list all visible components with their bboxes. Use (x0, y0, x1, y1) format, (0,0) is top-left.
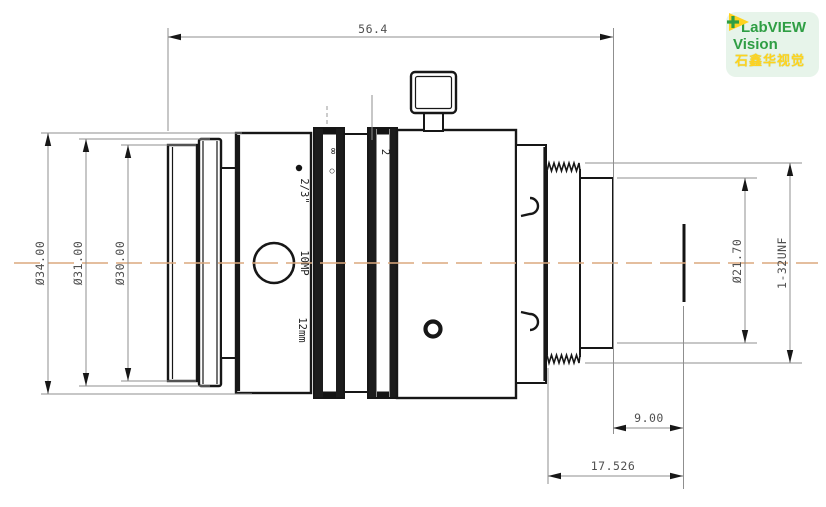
focus-ring-knurl-left (315, 129, 323, 397)
dimension-label: Ø30.00 (113, 241, 127, 286)
dim-overall-length: 56.4 (167, 22, 614, 434)
index-dot (295, 164, 303, 172)
arrowhead (82, 139, 90, 152)
arrowhead (82, 373, 90, 386)
clip-detail-top (520, 196, 540, 218)
dim-rear-cylinder-dia: Ø21.70 (617, 177, 757, 344)
dimension-label: Ø31.00 (71, 241, 85, 286)
arrowhead (741, 330, 749, 343)
dim-rear-protrusion: 9.00 (613, 306, 684, 489)
dimension-label: 1-32UNF (775, 237, 789, 289)
rear-step (515, 144, 547, 384)
dimension-label: Ø34.00 (33, 241, 47, 286)
logo-caption-cn: 石鑫华视觉 (735, 52, 806, 68)
marking-resolution: 10MP (298, 250, 310, 275)
dim-front-barrel-dia: Ø30.00 (113, 144, 196, 382)
lens-markings: 2/3" 10MP 12mm ∞ ○ 2 (296, 148, 391, 343)
dim-mount-thread: 1-32UNF (585, 162, 802, 364)
arrowhead (613, 424, 626, 432)
lock-screw-knob (409, 70, 458, 115)
marking-sensor-format: 2/3" (298, 178, 310, 203)
iris-ring-bottom-tab (377, 391, 389, 398)
labview-vision-logo: LabVIEW Vision 石鑫华视觉 (726, 12, 819, 77)
dim-flange-distance: 17.526 (547, 368, 683, 484)
arrowhead (670, 424, 683, 432)
arrowhead (44, 381, 52, 394)
marking-focal-length: 12mm (296, 317, 308, 342)
arrowhead (124, 368, 132, 381)
dimension-label: 56.4 (358, 22, 388, 36)
focus-ring-top-tab (323, 128, 336, 135)
dim-front-ring-dia: Ø31.00 (71, 138, 210, 387)
dim-body-outer-dia: Ø34.00 (33, 132, 252, 395)
lock-screw-knob-inner (414, 75, 453, 110)
thread-crest-top (546, 160, 581, 174)
iris-ring-top-tab (377, 128, 389, 135)
logo-brand-bottom: Vision (733, 35, 778, 53)
clip-detail-bottom (520, 310, 540, 332)
main-body (395, 128, 518, 400)
arrowhead (124, 145, 132, 158)
focus-ring-bottom-tab (323, 391, 336, 398)
logo-brand-top: LabVIEW (741, 18, 807, 36)
dimension-label: 17.526 (591, 459, 636, 473)
plus-glyph (727, 16, 739, 28)
lens-body (166, 70, 686, 400)
arrowhead (548, 472, 561, 480)
marking-focus-index: ○ (328, 169, 337, 174)
arrowhead (600, 33, 613, 41)
thread-crest-bottom (546, 352, 581, 366)
arrowhead (168, 33, 181, 41)
arrowhead (44, 133, 52, 146)
arrowhead (786, 350, 794, 363)
marking-infinity: ∞ (327, 148, 339, 154)
play-plus-icon (727, 13, 749, 31)
logo-brand-row: Vision (727, 13, 819, 53)
body-screw-hole (423, 319, 443, 339)
marking-iris-value: 2 (379, 149, 391, 155)
arrowhead (786, 163, 794, 176)
dimension-label: 9.00 (634, 411, 664, 425)
arrowhead (741, 178, 749, 191)
dimension-label: Ø21.70 (730, 239, 744, 284)
arrowhead (670, 472, 683, 480)
